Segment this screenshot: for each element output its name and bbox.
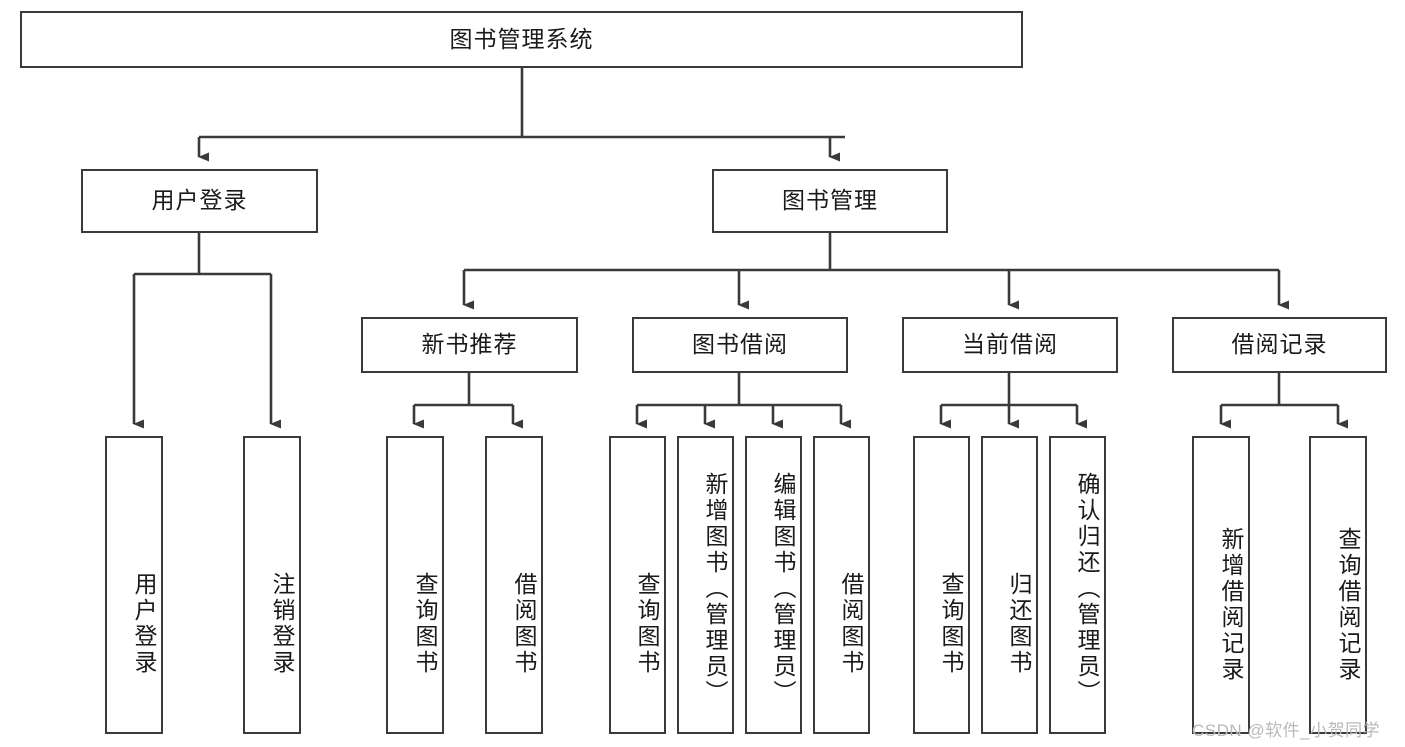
node-leaf-logout[interactable]: 注销登录 bbox=[243, 436, 301, 734]
node-leaf-borrow-books-rec[interactable]: 借阅图书 bbox=[485, 436, 543, 734]
node-borrow-record[interactable]: 借阅记录 bbox=[1172, 317, 1387, 373]
node-user-login[interactable]: 用户登录 bbox=[81, 169, 318, 233]
node-leaf-query-books-current[interactable]: 查询图书 bbox=[913, 436, 970, 734]
csdn-watermark: CSDN @软件_小贺同学 bbox=[1192, 721, 1381, 740]
node-label: 确认归还（管理员） bbox=[1074, 472, 1100, 706]
node-leaf-borrow-books[interactable]: 借阅图书 bbox=[813, 436, 870, 734]
node-leaf-query-borrow-record[interactable]: 查询借阅记录 bbox=[1309, 436, 1367, 734]
node-label: 用户登录 bbox=[131, 572, 157, 676]
node-label: 图书管理系统 bbox=[449, 25, 594, 52]
node-book-management[interactable]: 图书管理 bbox=[712, 169, 948, 233]
node-label: 借阅图书 bbox=[511, 572, 537, 676]
node-leaf-edit-book-admin[interactable]: 编辑图书（管理员） bbox=[745, 436, 802, 734]
node-leaf-add-borrow-record[interactable]: 新增借阅记录 bbox=[1192, 436, 1250, 734]
node-label: 查询借阅记录 bbox=[1335, 527, 1361, 683]
node-label: 编辑图书（管理员） bbox=[770, 472, 796, 706]
node-label: 用户登录 bbox=[151, 187, 248, 214]
node-leaf-user-login[interactable]: 用户登录 bbox=[105, 436, 163, 734]
node-root-book-management-system[interactable]: 图书管理系统 bbox=[20, 11, 1023, 68]
node-leaf-query-books-rec[interactable]: 查询图书 bbox=[386, 436, 444, 734]
node-book-borrow[interactable]: 图书借阅 bbox=[632, 317, 848, 373]
node-label: 注销登录 bbox=[269, 572, 295, 676]
node-label: 借阅记录 bbox=[1231, 331, 1328, 358]
node-label: 借阅图书 bbox=[838, 572, 864, 676]
node-label: 查询图书 bbox=[634, 572, 660, 676]
node-leaf-add-book-admin[interactable]: 新增图书（管理员） bbox=[677, 436, 734, 734]
node-label: 归还图书 bbox=[1006, 572, 1032, 676]
node-label: 查询图书 bbox=[938, 572, 964, 676]
node-label: 新增借阅记录 bbox=[1218, 527, 1244, 683]
node-label: 新书推荐 bbox=[421, 331, 518, 358]
node-new-book-recommend[interactable]: 新书推荐 bbox=[361, 317, 578, 373]
node-label: 新增图书（管理员） bbox=[702, 472, 728, 706]
node-label: 图书借阅 bbox=[692, 331, 788, 358]
node-current-borrow[interactable]: 当前借阅 bbox=[902, 317, 1118, 373]
node-leaf-query-books-borrow[interactable]: 查询图书 bbox=[609, 436, 666, 734]
node-leaf-return-books[interactable]: 归还图书 bbox=[981, 436, 1038, 734]
node-label: 查询图书 bbox=[412, 572, 438, 676]
node-label: 图书管理 bbox=[782, 187, 878, 214]
node-label: 当前借阅 bbox=[962, 331, 1058, 358]
node-leaf-confirm-return-admin[interactable]: 确认归还（管理员） bbox=[1049, 436, 1106, 734]
